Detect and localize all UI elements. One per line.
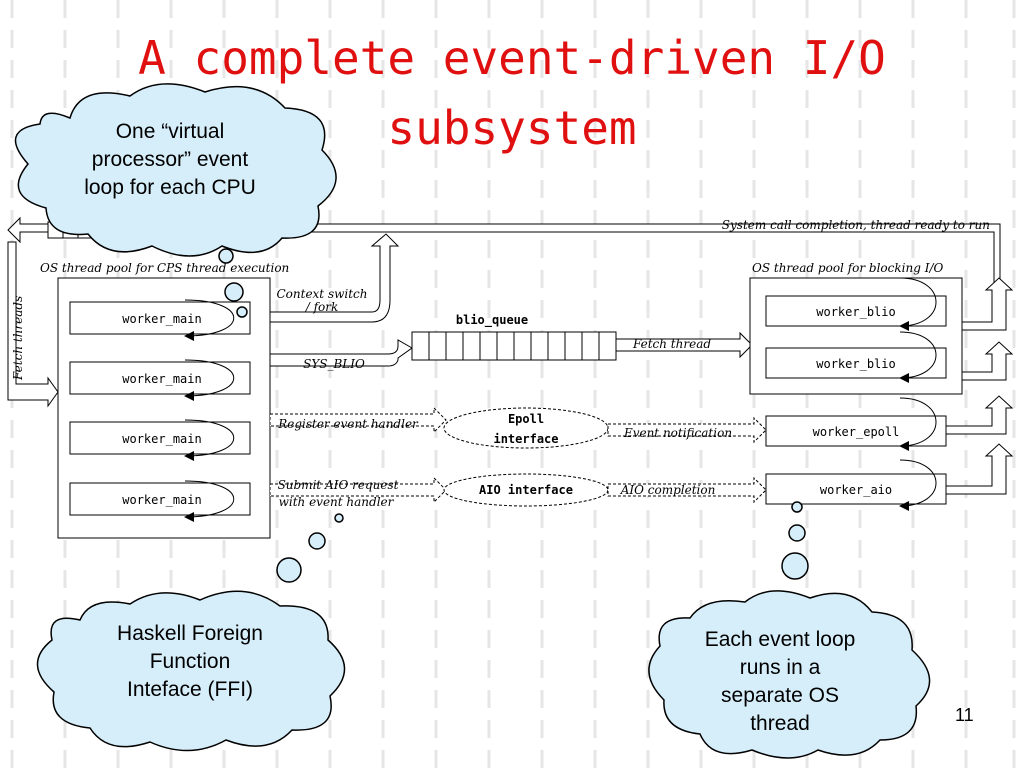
worker-blio-label: worker_blio	[816, 305, 895, 319]
submit-aio-label: with event handler	[279, 495, 395, 509]
callout-line: Each event loop	[704, 628, 856, 651]
virtual-processor-callout	[14, 83, 337, 318]
worker-aio-label: worker_aio	[820, 483, 892, 497]
worker-main-2: worker_main	[69, 359, 251, 401]
aio-completion-arrow	[607, 476, 767, 504]
slide-title: A complete event-driven I/O	[138, 31, 886, 85]
fetch-threads-path	[7, 241, 59, 408]
callout-line: Haskell Foreign	[117, 622, 263, 645]
os-thread-callout-text: Each event loop runs in a separate OS th…	[670, 626, 890, 738]
worker-main-4: worker_main	[69, 480, 251, 522]
sys-blio-label: SYS_BLIO	[303, 357, 365, 371]
ffi-callout-text: Haskell Foreign Function Inteface (FFI)	[70, 620, 310, 704]
epoll-interface-label: interface	[493, 432, 558, 446]
blocking-pool-label: OS thread pool for blocking I/O	[752, 261, 943, 275]
worker-main-1: worker_main	[69, 299, 251, 341]
callout-line: One “virtual	[115, 120, 225, 143]
os-thread-callout	[648, 501, 931, 759]
slide-title: subsystem	[387, 101, 637, 155]
cps-pool-label: OS thread pool for CPS thread execution	[40, 261, 289, 275]
worker-blio-2: worker_blio	[765, 331, 947, 383]
context-switch-label: / fork	[305, 300, 339, 314]
worker-blio-label: worker_blio	[816, 357, 895, 371]
callout-line: Function	[149, 650, 231, 673]
fetch-threads-label: Fetch threads	[11, 296, 25, 381]
worker-main-label: worker_main	[122, 493, 201, 507]
fetch-thread-label: Fetch thread	[632, 337, 711, 351]
callout-line: separate OS	[721, 684, 839, 707]
worker-main-label: worker_main	[122, 432, 201, 446]
blio-queue	[411, 331, 617, 361]
submit-aio-label: Submit AIO request	[278, 478, 399, 492]
callout-line: runs in a	[739, 656, 821, 679]
worker-epoll-label: worker_epoll	[813, 425, 900, 439]
worker-epoll: worker_epoll	[765, 397, 947, 451]
context-switch-arrow	[269, 233, 400, 323]
callout-line: Inteface (FFI)	[126, 678, 254, 701]
epoll-interface-label: Epoll	[508, 412, 544, 426]
blio-queue-label: blio_queue	[456, 313, 528, 328]
event-notification-arrow	[607, 416, 767, 444]
submit-aio-arrow	[269, 476, 447, 504]
worker-main-3: worker_main	[69, 419, 251, 461]
system-call-label: System call completion, thread ready to …	[722, 218, 990, 232]
right-return-arrows	[945, 277, 1014, 495]
register-handler-arrow	[269, 406, 447, 434]
register-handler-label: Register event handler	[277, 417, 419, 431]
aio-completion-label: AIO completion	[620, 483, 716, 497]
virtual-processor-callout-text: One “virtual processor” event loop for e…	[40, 118, 300, 202]
aio-interface-label: AIO interface	[479, 483, 573, 497]
event-notification-label: Event notification	[623, 426, 732, 440]
context-switch-label: Context switch	[276, 287, 367, 301]
callout-line: processor” event	[91, 148, 249, 171]
fetch-thread-arrow	[615, 331, 753, 359]
slide-number: 11	[955, 705, 974, 725]
callout-line: thread	[750, 712, 810, 735]
callout-line: loop for each CPU	[84, 176, 256, 199]
worker-blio-1: worker_blio	[765, 277, 947, 331]
sys-blio-arrow	[269, 339, 413, 367]
ffi-callout	[36, 513, 346, 752]
worker-aio: worker_aio	[765, 459, 947, 511]
worker-main-label: worker_main	[122, 312, 201, 326]
worker-main-label: worker_main	[122, 372, 201, 386]
